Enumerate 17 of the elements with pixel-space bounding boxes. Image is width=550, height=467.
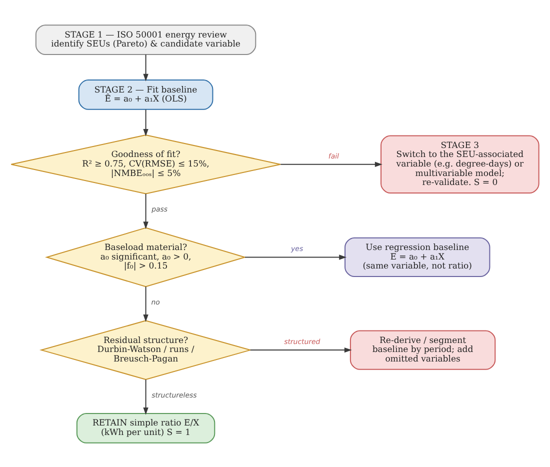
node-box: Re-derive / segment baseline by period; add omitted variables — [350, 330, 496, 370]
node-diamond: Goodness of fit? R² ≥ 0.75, CV(RMSE) ≤ 15%, |NMBEₒₒₛ| ≤ 5% — [10, 134, 281, 194]
arrow — [143, 109, 148, 136]
arrow — [250, 346, 352, 352]
arrow — [143, 193, 148, 229]
node-box: RETAIN simple ratio E/X (kWh per unit) S = 1 — [76, 412, 216, 443]
arrow — [244, 254, 347, 260]
arrow — [143, 286, 148, 322]
node-diamond: Baseload material? a₀ significant, a₀ > 0, |f₀| > 0.15 — [44, 226, 247, 287]
node-box: Use regression baseline E = a₀ + a₁X (same variable, not ratio) — [344, 236, 490, 277]
node-box: STAGE 1 — ISO 50001 energy review identify SEUs (Pareto) & candidate variable — [35, 24, 256, 54]
node-diamond: Residual structure? Durbin-Watson / runs / Breusch-Pagan — [39, 320, 252, 380]
arrow — [143, 379, 148, 414]
arrow — [280, 161, 382, 166]
node-box: STAGE 3 Switch to the SEU-associated variable (e.g. degree-days) or multivariable model; re-validate. S = 0 — [380, 134, 540, 193]
arrow — [143, 54, 148, 81]
node-box: STAGE 2 — Fit baseline Ê = a₀ + a₁X (OLS) — [78, 79, 214, 110]
